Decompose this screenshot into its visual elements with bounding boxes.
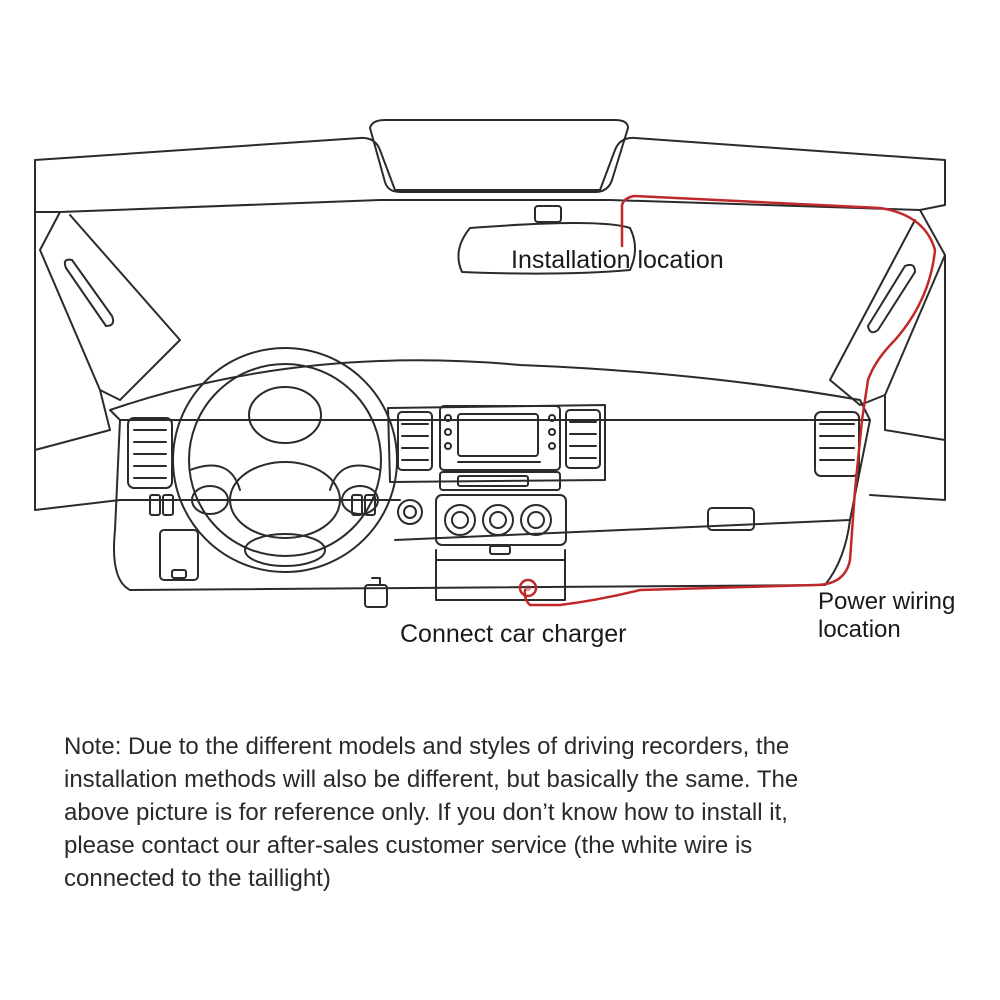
left-door-line	[35, 450, 120, 510]
left-switch-b	[163, 495, 173, 515]
note-line: connected to the taillight)	[64, 862, 969, 895]
note-line: please contact our after-sales customer …	[64, 829, 969, 862]
power-wiring-label-line2: location	[818, 616, 955, 644]
lower-console	[436, 550, 565, 600]
steering-wheel-inner	[189, 364, 381, 556]
right-vent	[815, 412, 859, 476]
right-a-pillar	[830, 210, 945, 405]
ignition	[398, 500, 422, 524]
sun-visor-center	[370, 120, 628, 192]
note-line: installation methods will also be differ…	[64, 763, 969, 796]
climate-knob-center	[483, 505, 513, 535]
mirror-mount	[535, 206, 561, 222]
right-door-line	[870, 440, 945, 500]
left-pillar-slot	[65, 260, 113, 326]
dashboard-top	[110, 360, 870, 420]
center-vent-right	[566, 410, 600, 468]
installation-location-label: Installation location	[511, 246, 724, 274]
climate-knob-right	[521, 505, 551, 535]
connect-car-charger-label: Connect car charger	[400, 620, 627, 648]
installation-note: Note: Due to the different models and st…	[64, 730, 969, 895]
note-line: above picture is for reference only. If …	[64, 796, 969, 829]
left-switch-a	[150, 495, 160, 515]
left-a-pillar	[40, 212, 180, 400]
note-line: Note: Due to the different models and st…	[64, 730, 969, 763]
climate-knob-left	[445, 505, 475, 535]
glovebox-left	[160, 530, 198, 580]
steering-hub-top	[249, 387, 321, 443]
dash-center-line	[395, 520, 850, 540]
roof-outline	[35, 138, 945, 212]
power-wiring-location-label: Power wiring location	[818, 588, 955, 644]
power-wiring-label-line1: Power wiring	[818, 588, 955, 616]
